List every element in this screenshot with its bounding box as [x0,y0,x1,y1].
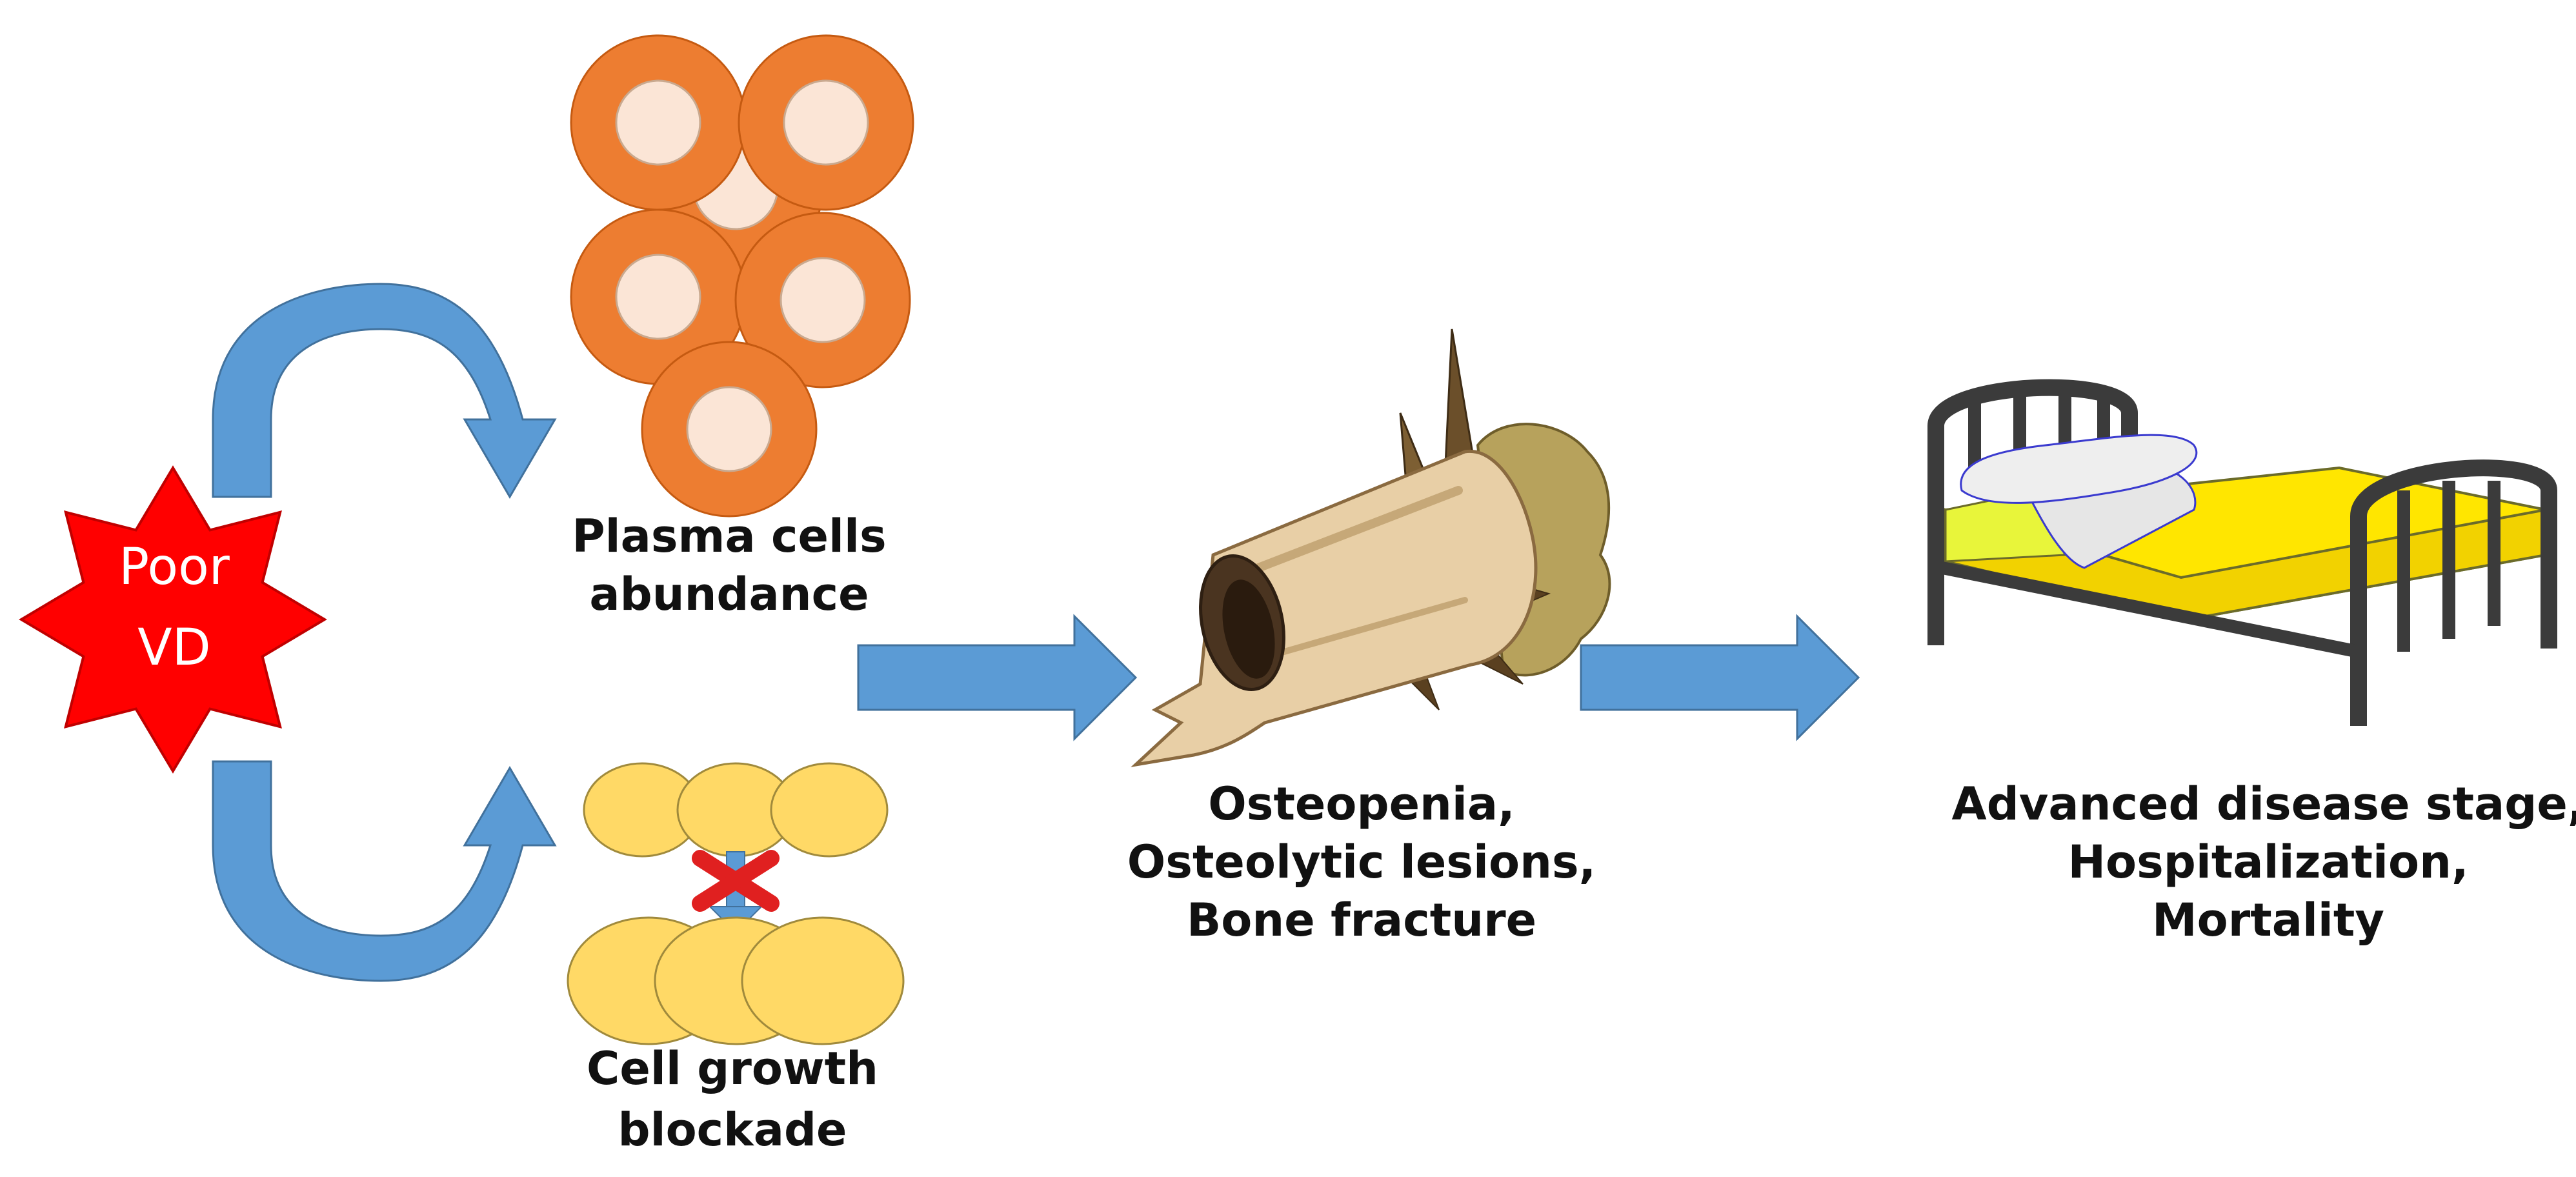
plasma-cell [734,212,911,388]
plasma-label-line-2: abundance [589,568,869,621]
plasma-cell [641,341,818,518]
bone-label-line-3: Bone fracture [1187,894,1536,947]
star-burst-icon [19,465,327,774]
bone-label-line-1: Osteopenia, [1208,778,1514,830]
plasma-cell [738,34,914,211]
outcome-label-line-2: Hospitalization, [2068,836,2468,889]
growth-label-line-1: Cell growth [587,1042,878,1095]
plasma-cell [570,34,747,211]
trigger-label-line-1: Poor [119,538,230,596]
outcome-label-line-3: Mortality [2152,894,2384,947]
curved-arrow-down [212,760,557,982]
plasma-cells-icon [570,34,914,518]
trigger-label-line-2: VD [137,619,210,677]
curved-arrow-up [212,283,557,499]
straight-arrow-1 [857,614,1138,741]
broken-bone-icon [1131,328,1611,767]
growth-label-line-2: blockade [618,1103,847,1156]
bone-label-line-2: Osteolytic lesions, [1127,836,1596,889]
outcome-label-line-1: Advanced disease stage, [1952,778,2576,830]
hospital-bed-icon [1927,379,2557,726]
block-cross-icon [692,850,780,912]
cell-growth-icon [567,762,905,1045]
plasma-label-line-1: Plasma cells [572,510,886,563]
straight-arrow-2 [1580,614,1860,741]
